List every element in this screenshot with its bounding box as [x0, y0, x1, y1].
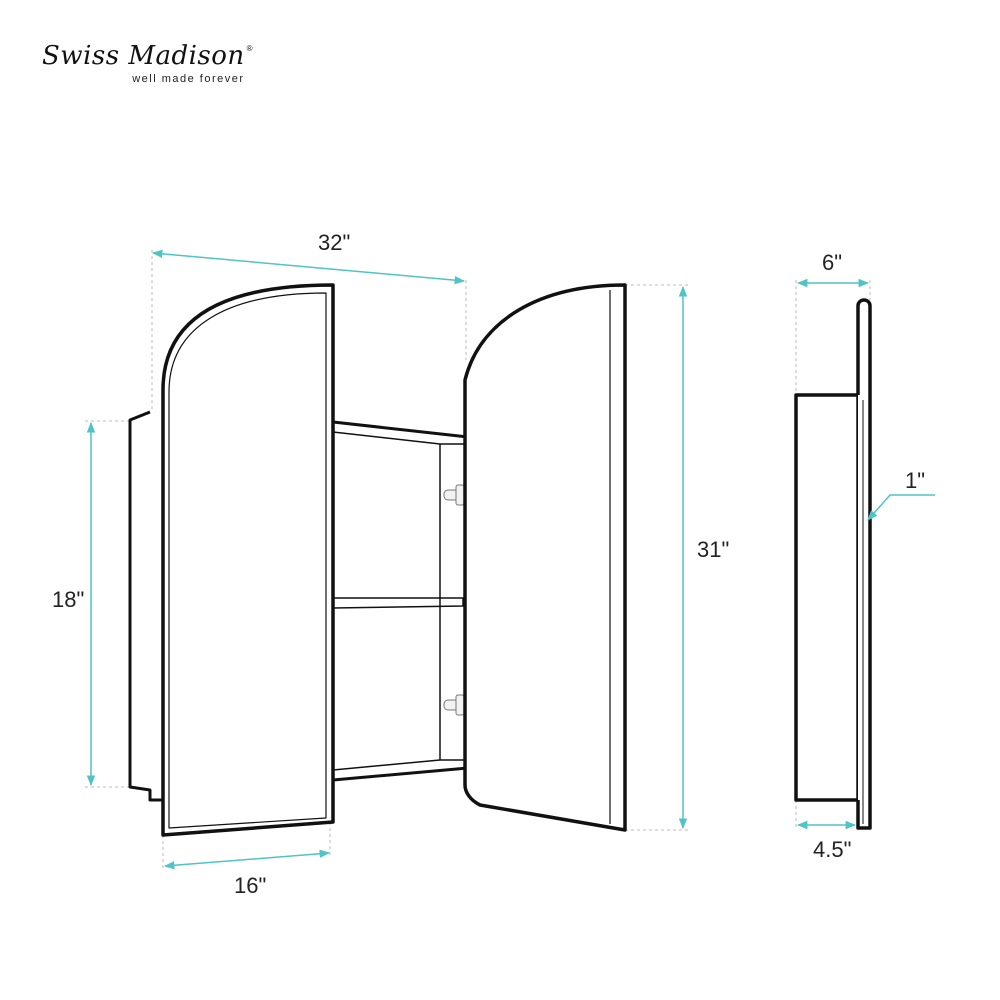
cabinet-interior [332, 420, 469, 782]
label-total-width: 32" [318, 230, 350, 255]
label-total-height: 31" [697, 537, 729, 562]
side-view [794, 298, 872, 830]
left-door [161, 283, 335, 837]
label-cabinet-height: 18" [52, 587, 84, 612]
label-door-width: 16" [234, 873, 266, 898]
label-door-thickness: 1" [905, 468, 925, 493]
brand-logo: Swiss Madison® well made forever [42, 40, 253, 86]
label-total-depth: 6" [822, 250, 842, 275]
brand-tagline: well made forever [132, 73, 245, 85]
registered-mark: ® [246, 44, 253, 53]
brand-name-line: Swiss Madison® [42, 40, 253, 72]
right-door [463, 283, 627, 832]
label-body-depth: 4.5" [813, 837, 851, 862]
brand-name: Swiss Madison [42, 41, 245, 71]
dimension-lines [86, 249, 935, 870]
cabinet-left-side [128, 410, 163, 802]
